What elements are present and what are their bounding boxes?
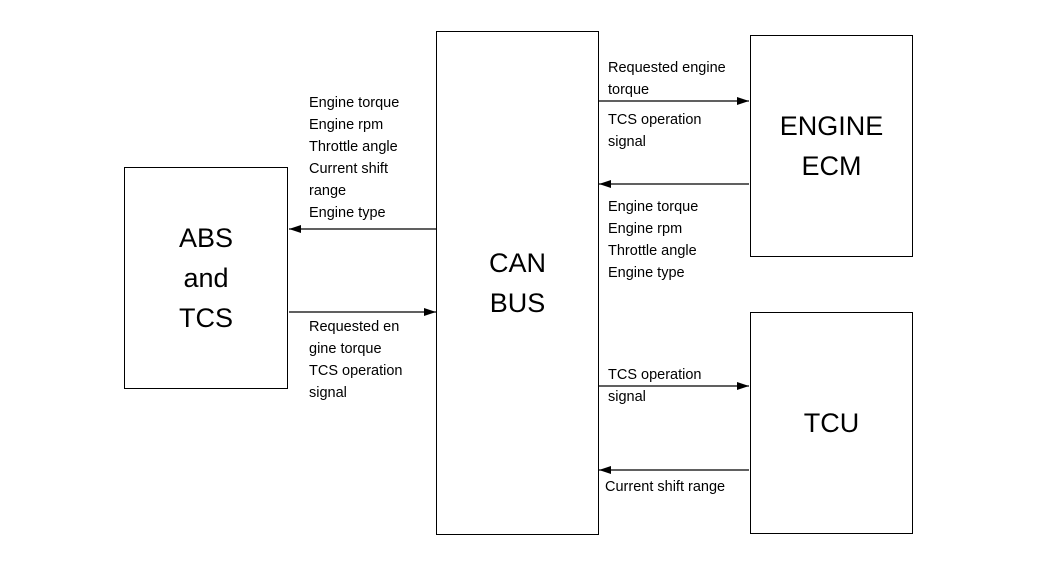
abs-tcs-label: ABS and TCS [178,223,234,333]
signals-ecm-to-bus: Engine torque Engine rpm Throttle angle … [608,199,699,281]
tcu-label: TCU [803,408,860,438]
signals-abs-to-bus: Requested en gine torque TCS operation s… [309,319,403,401]
engine-ecm-label: ENGINE ECM [779,111,884,181]
tcu-block: TCU [750,312,913,534]
signals-bus-to-abs: Engine torque Engine rpm Throttle angle … [309,95,400,221]
abs-tcs-block: ABS and TCS [124,167,288,389]
signals-bus-to-ecm: Requested engine torque TCS operation si… [608,60,726,150]
signals-tcu-to-bus: Current shift range [605,479,726,495]
signals-bus-to-tcu: TCS operation signal [608,367,702,405]
can-bus-label: CAN BUS [488,248,546,318]
can-bus-block: CAN BUS [436,31,599,535]
engine-ecm-block: ENGINE ECM [750,35,913,257]
